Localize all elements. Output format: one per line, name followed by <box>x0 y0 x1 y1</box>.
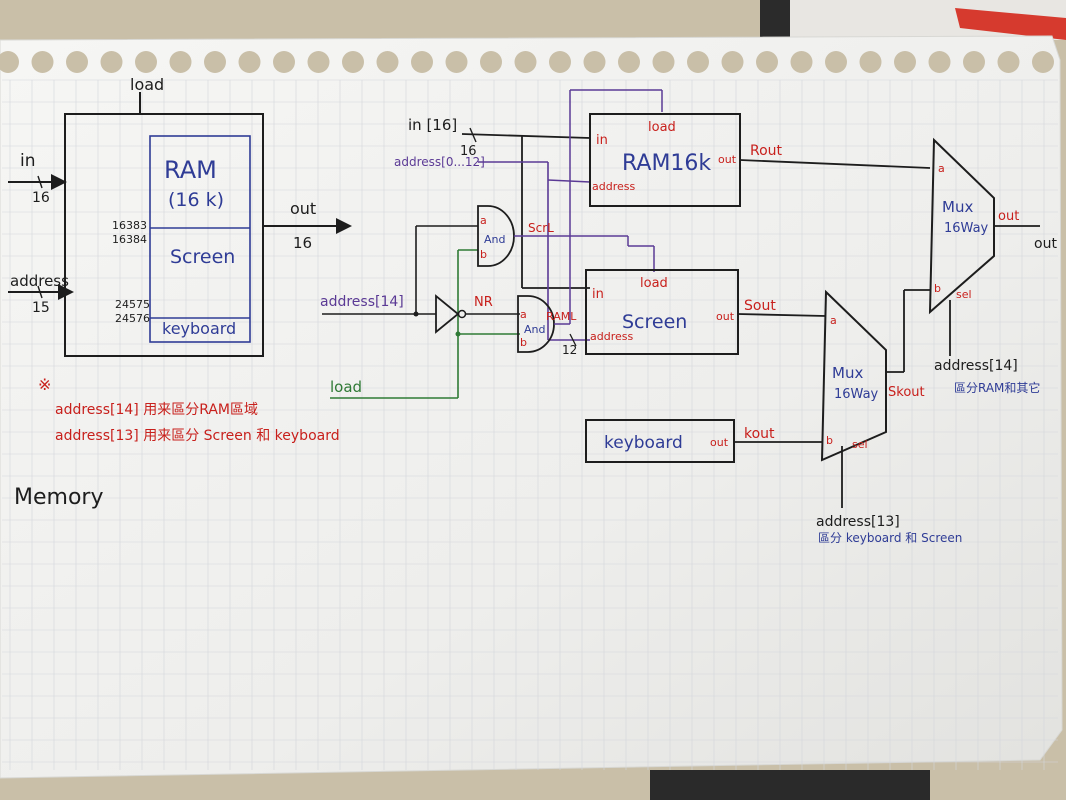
punch-hole <box>204 51 226 73</box>
and2-b: b <box>520 336 527 349</box>
memory-keyboard-label: keyboard <box>162 319 236 338</box>
mux1-line2: 16Way <box>834 387 879 402</box>
notes-line2: address[13] 用来區分 Screen 和 keyboard <box>55 428 340 444</box>
notes-asterisk: ※ <box>38 375 51 394</box>
punch-hole <box>480 51 502 73</box>
circuit-load: load <box>330 378 362 396</box>
punch-hole <box>860 51 882 73</box>
punch-hole <box>756 51 778 73</box>
punch-hole <box>411 51 433 73</box>
mux2-line2: 16Way <box>944 221 989 236</box>
punch-hole <box>66 51 88 73</box>
punch-hole <box>549 51 571 73</box>
punch-hole <box>515 51 537 73</box>
punch-hole <box>791 51 813 73</box>
and1-a: a <box>480 214 487 227</box>
ram16k-label: RAM16k <box>622 151 711 176</box>
screen-in: in <box>592 287 604 302</box>
mux1-sel: sel <box>852 438 868 451</box>
mux1-line1: Mux <box>832 364 863 382</box>
circuit-nr: NR <box>474 295 493 310</box>
load-junction <box>456 332 461 337</box>
punch-hole <box>687 51 709 73</box>
punch-hole <box>135 51 157 73</box>
screen-out: out <box>716 310 735 323</box>
mux2-a: a <box>938 162 945 175</box>
memory-addr-24576: 24576 <box>115 312 150 325</box>
circuit-kout: kout <box>744 426 775 442</box>
punch-hole <box>377 51 399 73</box>
screen-load: load <box>640 276 668 291</box>
memory-screen-label: Screen <box>170 246 235 268</box>
mux2-out: out <box>998 209 1019 224</box>
memory-addr-24575: 24575 <box>115 298 150 311</box>
desk-dark-strip <box>760 0 790 40</box>
circuit-sel14-note: 區分RAM和其它 <box>954 380 1040 395</box>
punch-hole <box>894 51 916 73</box>
desk-dark-bottom <box>650 770 930 800</box>
circuit-address14: address[14] <box>320 294 404 310</box>
memory-in-width: 16 <box>32 190 50 206</box>
memory-out-width: 16 <box>293 234 312 252</box>
punch-hole <box>929 51 951 73</box>
punch-hole <box>170 51 192 73</box>
memory-address-width: 15 <box>32 300 50 316</box>
punch-hole <box>963 51 985 73</box>
punch-hole <box>618 51 640 73</box>
punch-hole <box>825 51 847 73</box>
memory-ram-label: RAM <box>164 156 217 184</box>
memory-ram-size: (16 k) <box>168 189 224 211</box>
keyboard-out: out <box>710 436 729 449</box>
punch-hole <box>653 51 675 73</box>
circuit-address-low: address[0...12] <box>394 155 485 169</box>
punch-hole <box>308 51 330 73</box>
circuit-scrl: ScrL <box>528 221 554 235</box>
punch-hole <box>239 51 261 73</box>
address14-junction <box>414 312 419 317</box>
memory-load-label: load <box>130 75 164 94</box>
circuit-sout: Sout <box>744 298 776 314</box>
punch-hole <box>584 51 606 73</box>
and2-a: a <box>520 308 527 321</box>
and1-label: And <box>484 233 505 246</box>
circuit-sel13-note: 區分 keyboard 和 Screen <box>818 531 962 545</box>
punch-hole <box>101 51 123 73</box>
mux2-line1: Mux <box>942 198 973 216</box>
circuit-width12: 12 <box>562 343 577 357</box>
memory-addr-16384: 16384 <box>112 233 147 246</box>
mux1-b: b <box>826 434 833 447</box>
ram16k-out: out <box>718 153 737 166</box>
circuit-sel13: address[13] <box>816 514 900 530</box>
screen-address: address <box>590 330 633 343</box>
memory-out-label: out <box>290 199 316 218</box>
notes-line1: address[14] 用来區分RAM區域 <box>55 402 258 418</box>
punch-hole <box>342 51 364 73</box>
ram16k-load: load <box>648 120 676 135</box>
and1-b: b <box>480 248 487 261</box>
circuit-final-out: out <box>1034 236 1057 252</box>
mux2-sel: sel <box>956 288 972 301</box>
mux1-a: a <box>830 314 837 327</box>
punch-hole <box>32 51 54 73</box>
memory-address-label: address <box>10 272 69 290</box>
circuit-sel14: address[14] <box>934 358 1018 374</box>
punch-hole <box>998 51 1020 73</box>
memory-addr-16383: 16383 <box>112 219 147 232</box>
memory-in-label: in <box>20 151 36 171</box>
mux2-b: b <box>934 282 941 295</box>
punch-hole <box>722 51 744 73</box>
ram16k-in: in <box>596 133 608 148</box>
and2-label: And <box>524 323 545 336</box>
circuit-in-label: in [16] <box>408 116 457 134</box>
punch-hole <box>1032 51 1054 73</box>
punch-hole <box>446 51 468 73</box>
ram16k-address: address <box>592 180 635 193</box>
circuit-skout: Skout <box>888 385 925 400</box>
circuit-rout: Rout <box>750 143 783 159</box>
circuit-raml: RAML <box>546 310 577 323</box>
punch-hole <box>273 51 295 73</box>
keyboard-label: keyboard <box>604 433 683 453</box>
diagram-title: Memory <box>14 485 103 510</box>
